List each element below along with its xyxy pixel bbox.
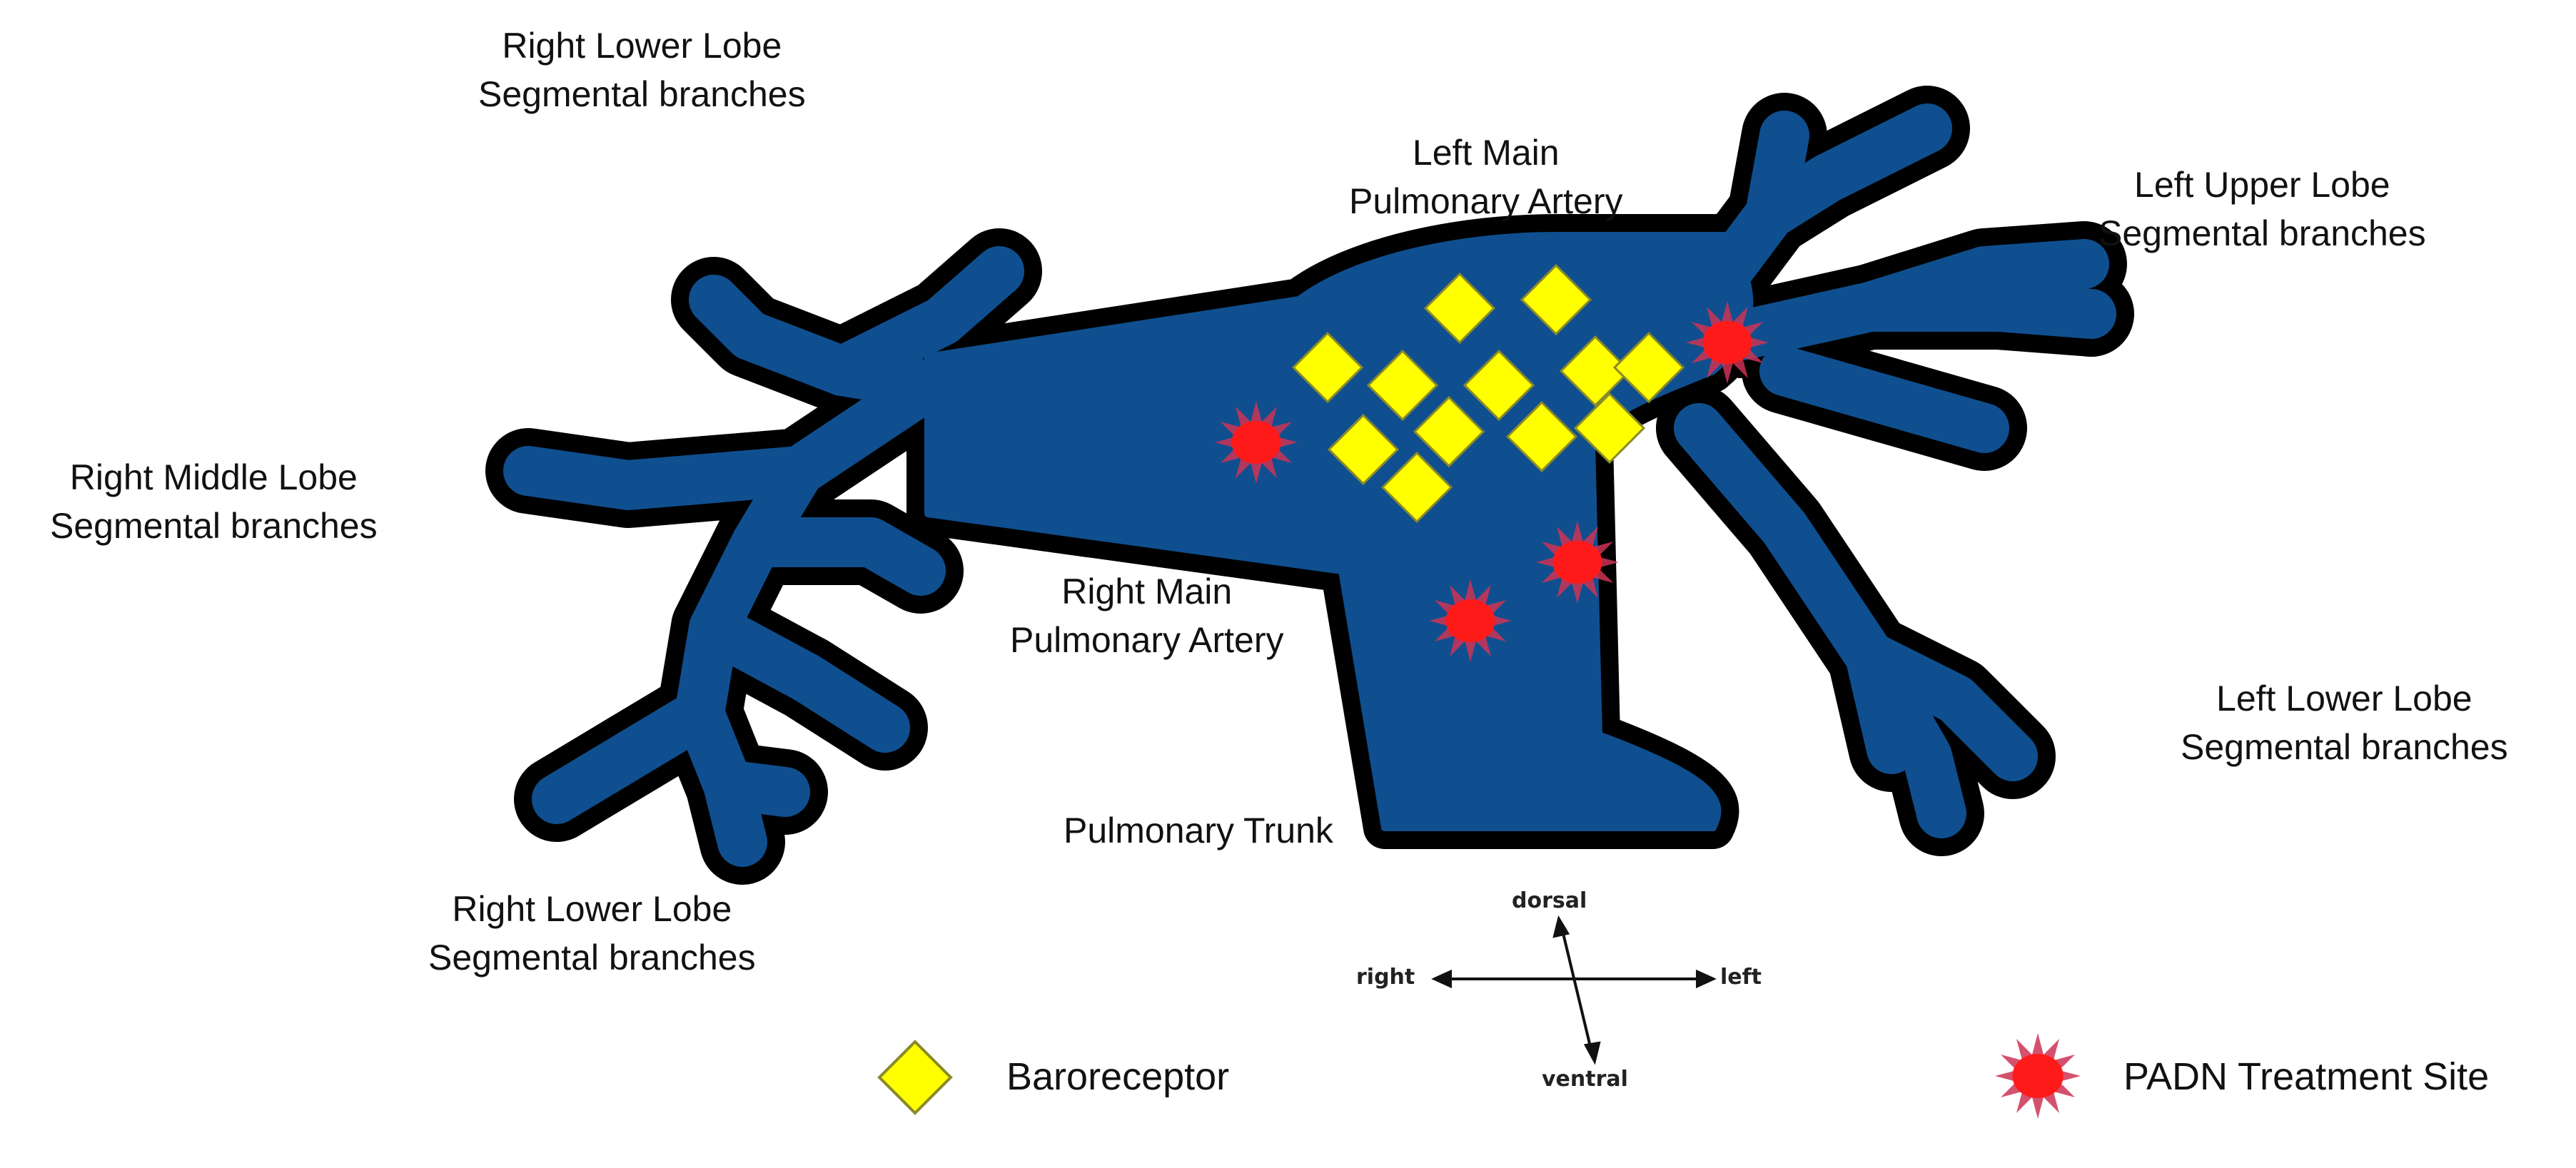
label-line: Pulmonary Artery: [1349, 181, 1623, 221]
legend-baroreceptor-label: Baroreceptor: [1006, 1055, 1230, 1098]
label-left-main-pulmonary-artery: Left Main Pulmonary Artery: [1349, 128, 1622, 225]
label-right-lower-lobe-top: Right Lower Lobe Segmental branches: [478, 21, 806, 118]
padn-treatment-site: [1536, 521, 1619, 604]
label-line: Right Lower Lobe: [502, 26, 782, 66]
label-line: Segmental branches: [478, 74, 806, 114]
label-line: Left Main: [1412, 133, 1560, 173]
label-left-lower-lobe: Left Lower Lobe Segmental branches: [2181, 674, 2508, 771]
label-line: Left Upper Lobe: [2134, 165, 2390, 205]
baroreceptor-diamond: [1573, 392, 1646, 464]
baroreceptor-diamond: [1291, 331, 1364, 404]
baroreceptor-diamond: [1612, 331, 1685, 404]
padn-sites: [1215, 301, 1769, 662]
label-right-lower-lobe-bottom: Right Lower Lobe Segmental branches: [428, 885, 756, 982]
baroreceptor-diamond: [1366, 349, 1439, 422]
padn-treatment-site: [1215, 401, 1298, 484]
label-line: Segmental branches: [2181, 727, 2508, 767]
label-line: Segmental branches: [2098, 213, 2426, 253]
label-line: Segmental branches: [428, 938, 756, 977]
padn-treatment-site: [1686, 301, 1769, 384]
label-pulmonary-trunk: Pulmonary Trunk: [1064, 806, 1333, 855]
label-line: Pulmonary Trunk: [1064, 811, 1333, 850]
orientation-compass: [1431, 915, 1717, 1065]
artery-vessels: [503, 103, 2116, 867]
legend-baroreceptor-icon: [877, 1040, 953, 1115]
baroreceptor-diamond: [1463, 349, 1535, 422]
baroreceptor-diamond: [1327, 413, 1400, 486]
label-right-middle-lobe: Right Middle Lobe Segmental branches: [50, 453, 378, 550]
compass-ventral: ventral: [1542, 1067, 1628, 1092]
baroreceptor-diamond: [1559, 335, 1632, 407]
label-left-upper-lobe: Left Upper Lobe Segmental branches: [2098, 161, 2426, 258]
baroreceptor-diamond: [1505, 400, 1578, 473]
label-line: Pulmonary Artery: [1010, 620, 1284, 660]
baroreceptor-diamond: [1380, 451, 1453, 524]
padn-treatment-site: [1995, 1033, 2081, 1119]
baroreceptor-cluster: [1291, 263, 1685, 524]
label-line: Segmental branches: [50, 506, 378, 546]
legend-padn-icon: [1995, 1033, 2081, 1119]
label-line: Right Lower Lobe: [452, 889, 732, 929]
label-line: Left Lower Lobe: [2216, 679, 2473, 718]
baroreceptor-diamond: [1413, 395, 1485, 468]
compass-right: right: [1356, 965, 1415, 990]
label-right-main-pulmonary-artery: Right Main Pulmonary Artery: [1010, 567, 1283, 664]
compass-left: left: [1720, 965, 1762, 990]
compass-dorsal: dorsal: [1512, 888, 1587, 913]
baroreceptor-diamond: [1520, 263, 1592, 336]
baroreceptor-diamond: [1423, 272, 1496, 345]
label-line: Right Middle Lobe: [69, 457, 358, 497]
padn-treatment-site: [1429, 579, 1512, 662]
legend-padn-label: PADN Treatment Site: [2123, 1055, 2490, 1098]
label-line: Right Main: [1061, 572, 1233, 611]
